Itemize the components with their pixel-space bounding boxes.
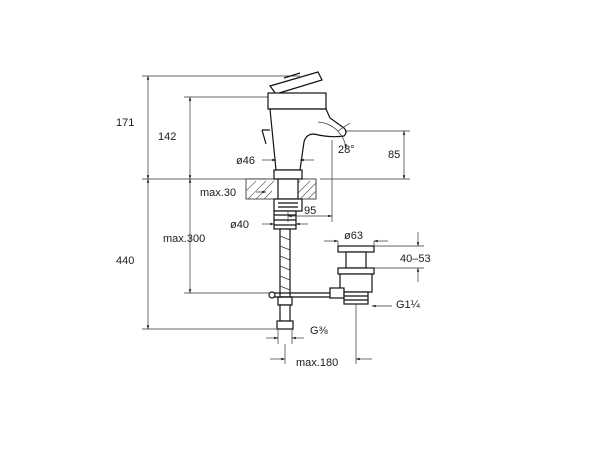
dim-440-label: 440 [116,255,134,267]
dim-142-label: 142 [158,131,176,143]
dim-max180-label: max.180 [296,357,338,369]
dim-max300-label: max.300 [163,233,205,245]
horizontal-dimensions [256,121,424,364]
dim-diameter63-label: ø63 [344,230,363,242]
dim-diameter46-label: ø46 [236,155,255,167]
dim-max30-label: max.30 [200,187,236,199]
dim-40-53-label: 40–53 [400,253,431,265]
dim-g3-8-label: G⅜ [310,325,329,337]
dimension-labels: 171 142 440 max.300 max.30 ø46 ø40 ø63 2… [116,117,431,369]
vertical-dimensions [146,75,406,330]
dim-171-label: 171 [116,117,134,129]
dim-85-label: 85 [388,149,400,161]
popup-rod [268,291,338,299]
dim-diameter40-label: ø40 [230,219,249,231]
waste-drain [329,245,375,305]
dim-angle28-label: 28° [338,144,355,156]
dim-g1-1-4-label: G1¼ [396,299,421,311]
dim-95-label: 95 [304,205,316,217]
extension-lines [142,75,410,330]
